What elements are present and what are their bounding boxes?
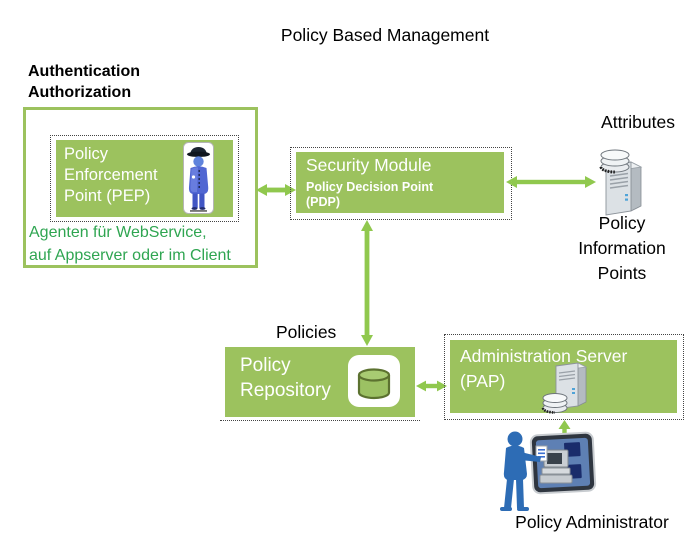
server-icon [541, 362, 588, 414]
pep-caption-line-2: auf Appserver oder im Client [29, 247, 231, 264]
pdp-subtitle: Policy Decision Point (PDP) [306, 180, 433, 210]
pap-subtitle: (PAP) [460, 371, 506, 391]
pep-dotted-border [50, 135, 239, 222]
policeman-icon [183, 142, 214, 214]
repository-dotted-underline [220, 420, 420, 421]
pep-line-2: Enforcement [64, 166, 158, 184]
pdp-box [296, 152, 504, 213]
repository-label: Policy Repository [240, 353, 331, 403]
pap-label: Administration Server (PAP) [460, 344, 627, 394]
authentication-line: Authentication [28, 63, 140, 80]
pip-label-line-1: Policy [598, 213, 646, 233]
pdp-title: Security Module [306, 155, 432, 175]
pap-title: Administration Server [460, 346, 628, 366]
pep-caption: Agenten für WebService, auf Appserver od… [29, 221, 231, 267]
server-icon [599, 149, 643, 216]
authentication-authorization-label: Authentication Authorization [28, 61, 140, 103]
arrow-pdp-pip [506, 176, 596, 188]
database-icon [348, 355, 400, 407]
pdp-subtitle-line-2: (PDP) [306, 195, 341, 209]
diagram-title: Policy Based Management [280, 25, 490, 45]
attributes-label: Attributes [601, 112, 675, 132]
pip-label-line-2: Information [578, 238, 666, 258]
policies-label: Policies [276, 322, 337, 342]
pep-caption-line-1: Agenten für WebService, [29, 224, 207, 241]
repository-label-line-2: Repository [240, 380, 331, 401]
administrator-label: Policy Administrator [515, 512, 669, 532]
arrow-administrator-pap [558, 420, 571, 438]
pep-line-1: Policy [64, 145, 109, 163]
repository-label-line-1: Policy [240, 355, 291, 376]
pip-label-line-3: Points [597, 263, 647, 283]
arrow-pdp-repository [361, 220, 373, 346]
pep-box-label: Policy Enforcement Point (PEP) [64, 144, 158, 207]
pip-label: Policy Information Points [562, 211, 682, 286]
admin-at-terminal-icon [500, 431, 597, 511]
pap-dotted-border [444, 334, 684, 420]
pep-line-3: Point (PEP) [64, 187, 151, 205]
authorization-line: Authorization [28, 84, 132, 101]
pdp-subtitle-line-1: Policy Decision Point [306, 180, 434, 194]
arrow-repository-pap [416, 380, 447, 392]
